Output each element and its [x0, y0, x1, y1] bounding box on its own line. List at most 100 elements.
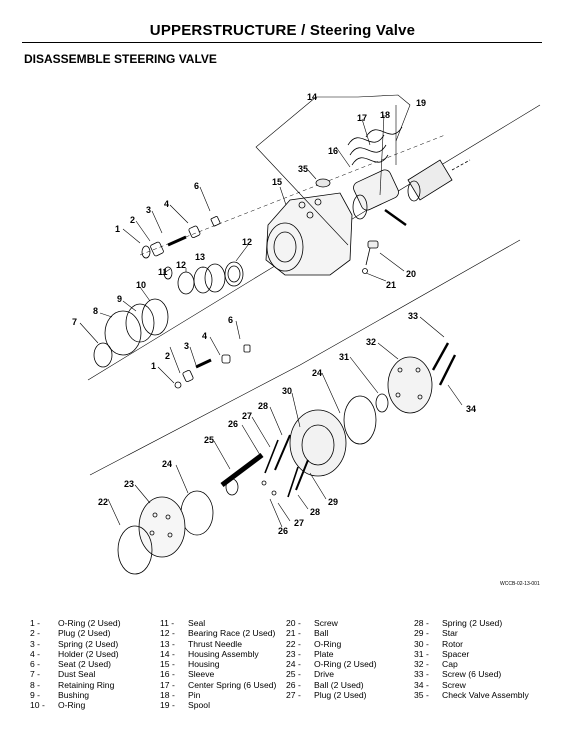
legend-item: 27 -Plug (2 Used)	[286, 690, 367, 701]
callout-10: 10	[136, 280, 146, 290]
callout-4: 4	[202, 331, 207, 341]
legend-item: 23 -Plate	[286, 648, 334, 659]
centerline-upper	[139, 134, 446, 256]
callout-24: 24	[312, 368, 322, 378]
lower-plug-stack	[174, 344, 251, 389]
legend-item: 20 -Screw	[286, 618, 338, 628]
legend-item: 4 -Holder (2 Used)	[30, 648, 119, 659]
callout-6: 6	[228, 315, 233, 325]
spacer-31	[375, 393, 389, 413]
header-rule	[22, 42, 542, 43]
legend-column-2: 11 -Seal 12 -Bearing Race (2 Used) 13 -T…	[160, 618, 276, 711]
callout-26: 26	[278, 526, 288, 536]
figure-code: WCCB-02-13-001	[500, 581, 540, 587]
callout-1: 1	[115, 224, 120, 234]
callout-33: 33	[408, 311, 418, 321]
legend-column-3: 20 -Screw 21 -Ball 22 -O-Ring 23 -Plate …	[286, 618, 377, 700]
callout-22: 22	[98, 497, 108, 507]
callout-17: 17	[357, 113, 367, 123]
drive-25	[220, 453, 264, 496]
legend-item: 28 -Spring (2 Used)	[414, 618, 503, 628]
legend-item: 1 -O-Ring (2 Used)	[30, 618, 121, 628]
screw-34	[438, 354, 457, 386]
callout-27: 27	[294, 518, 304, 528]
plate-23	[138, 496, 186, 558]
legend-item: 14 -Housing Assembly	[160, 648, 259, 659]
legend-item: 26 -Ball (2 Used)	[286, 679, 364, 690]
o-ring-24-upper	[343, 395, 377, 445]
callout-16: 16	[328, 146, 338, 156]
callout-9: 9	[117, 294, 122, 304]
callout-27: 27	[242, 411, 252, 421]
callout-23: 23	[124, 479, 134, 489]
assembly-boundary-upper	[87, 104, 541, 381]
bearing-stack	[93, 263, 226, 368]
page-header: UPPERSTRUCTURE / Steering Valve	[0, 0, 565, 44]
check-valve-assembly	[315, 178, 331, 188]
upper-seal-stack	[141, 216, 244, 287]
legend-item: 2 -Plug (2 Used)	[30, 628, 111, 639]
callout-21: 21	[386, 280, 396, 290]
callout-11: 11	[158, 267, 168, 277]
legend-item: 24 -O-Ring (2 Used)	[286, 659, 377, 670]
callout-28: 28	[310, 507, 320, 517]
callout-31: 31	[339, 352, 349, 362]
callout-32: 32	[366, 337, 376, 347]
cap-32	[387, 356, 433, 414]
legend-item: 30 -Rotor	[414, 638, 464, 649]
legend-column-4: 28 -Spring (2 Used) 29 -Star 30 -Rotor 3…	[414, 618, 529, 700]
spool	[407, 159, 471, 202]
parts-legend: 1 -O-Ring (2 Used) 2 -Plug (2 Used) 3 -S…	[30, 618, 550, 728]
center-springs	[347, 126, 403, 166]
callout-18: 18	[380, 110, 390, 120]
callout-24: 24	[162, 459, 172, 469]
callout-8: 8	[93, 306, 98, 316]
sleeve	[352, 169, 399, 220]
legend-item: 18 -Pin	[160, 690, 201, 701]
callout-14: 14	[307, 92, 317, 102]
exploded-view-diagram: 1 2 3 4 6 12 11 12 13 10 9 8 7 6 4 3 2 1…	[72, 92, 541, 587]
callout-2: 2	[165, 351, 170, 361]
page-title: UPPERSTRUCTURE / Steering Valve	[149, 22, 416, 39]
legend-item: 7 -Dust Seal	[30, 669, 96, 680]
legend-item: 13 -Thrust Needle	[160, 638, 242, 649]
legend-item: 11 -Seal	[160, 618, 206, 628]
callout-13: 13	[195, 252, 205, 262]
callout-34: 34	[466, 404, 476, 414]
housing	[265, 192, 353, 276]
legend-column-1: 1 -O-Ring (2 Used) 2 -Plug (2 Used) 3 -S…	[30, 618, 121, 711]
legend-item: 33 -Screw (6 Used)	[414, 669, 502, 680]
callout-28: 28	[258, 401, 268, 411]
callout-29: 29	[328, 497, 338, 507]
legend-item: 12 -Bearing Race (2 Used)	[160, 628, 276, 639]
callout-26: 26	[228, 419, 238, 429]
callout-6: 6	[194, 181, 199, 191]
legend-item: 6 -Seat (2 Used)	[30, 659, 112, 670]
legend-item: 34 -Screw	[414, 679, 466, 690]
callout-25: 25	[204, 435, 214, 445]
o-ring-24-lower	[180, 490, 214, 536]
legend-item: 35 -Check Valve Assembly	[414, 690, 529, 701]
assembly-boundary-lower	[89, 239, 521, 476]
legend-item: 15 -Housing	[160, 659, 220, 670]
callout-35: 35	[298, 164, 308, 174]
callout-15: 15	[272, 177, 282, 187]
legend-item: 16 -Sleeve	[160, 669, 215, 680]
legend-item: 32 -Cap	[414, 659, 458, 670]
screw-20	[365, 240, 379, 266]
callout-12: 12	[242, 237, 252, 247]
callout-12: 12	[176, 260, 186, 270]
legend-item: 8 -Retaining Ring	[30, 679, 115, 690]
legend-item: 31 -Spacer	[414, 648, 470, 659]
rotor-30	[289, 409, 347, 477]
legend-item: 9 -Bushing	[30, 690, 90, 701]
callout-19: 19	[416, 98, 426, 108]
pin	[384, 209, 407, 226]
callout-2: 2	[130, 215, 135, 225]
callout-30: 30	[282, 386, 292, 396]
legend-item: 29 -Star	[414, 628, 458, 639]
callout-3: 3	[146, 205, 151, 215]
screw-33	[431, 342, 450, 371]
legend-item: 3 -Spring (2 Used)	[30, 638, 119, 649]
o-ring-22	[117, 525, 153, 575]
